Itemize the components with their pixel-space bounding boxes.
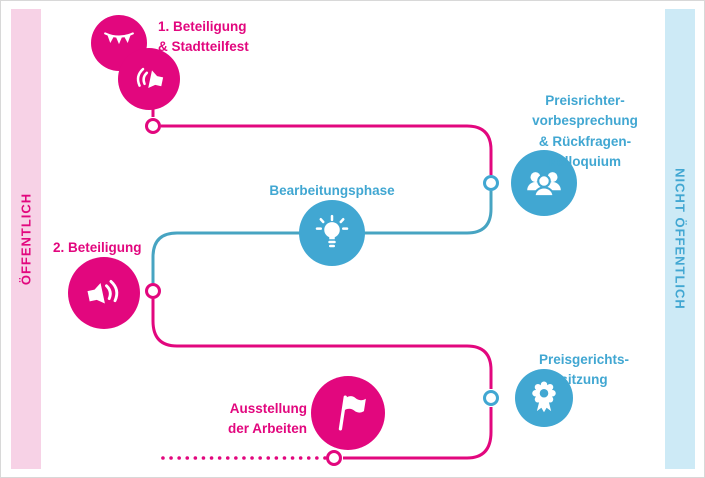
exhibition-label: Ausstellung der Arbeiten xyxy=(227,401,307,437)
not-public-band: NICHT ÖFFENTLICH xyxy=(665,9,695,469)
public-band: ÖFFENTLICH xyxy=(11,9,41,469)
connector-step1-to-briefing xyxy=(161,124,493,175)
milestone-node-1 xyxy=(145,118,161,134)
participation1-label: 1. Beteiligung & Stadtteilfest xyxy=(158,19,249,55)
flag-icon xyxy=(338,395,366,431)
milestone-node-5 xyxy=(326,450,342,466)
milestone-node-4 xyxy=(483,390,499,406)
participation1-bubble xyxy=(118,48,180,110)
milestone-node-3 xyxy=(145,283,161,299)
lightbulb-icon xyxy=(315,214,349,248)
bunting-icon xyxy=(104,32,134,45)
jury-session-label: Preisgerichts- sitzung xyxy=(538,352,630,388)
connector-jury-to-exhibition xyxy=(343,407,493,460)
jury-briefing-label: Preisrichter- vorbesprechung & Rückfrage… xyxy=(532,93,638,169)
participation2-label: 2. Beteiligung xyxy=(53,240,142,255)
jury-briefing-bubble xyxy=(511,150,577,216)
rosette-icon xyxy=(532,381,556,413)
people-icon xyxy=(527,172,561,198)
work-phase-bubble xyxy=(299,200,365,266)
connector-step2-to-jury xyxy=(151,299,493,389)
exhibition-bubble xyxy=(311,376,385,450)
work-phase-label: Bearbeitungsphase xyxy=(269,183,395,198)
megaphone-icon xyxy=(136,67,164,89)
jury-session-bubble xyxy=(515,369,573,427)
participation2-bubble xyxy=(68,257,140,329)
milestone-node-2 xyxy=(483,175,499,191)
megaphone-icon xyxy=(87,280,119,304)
